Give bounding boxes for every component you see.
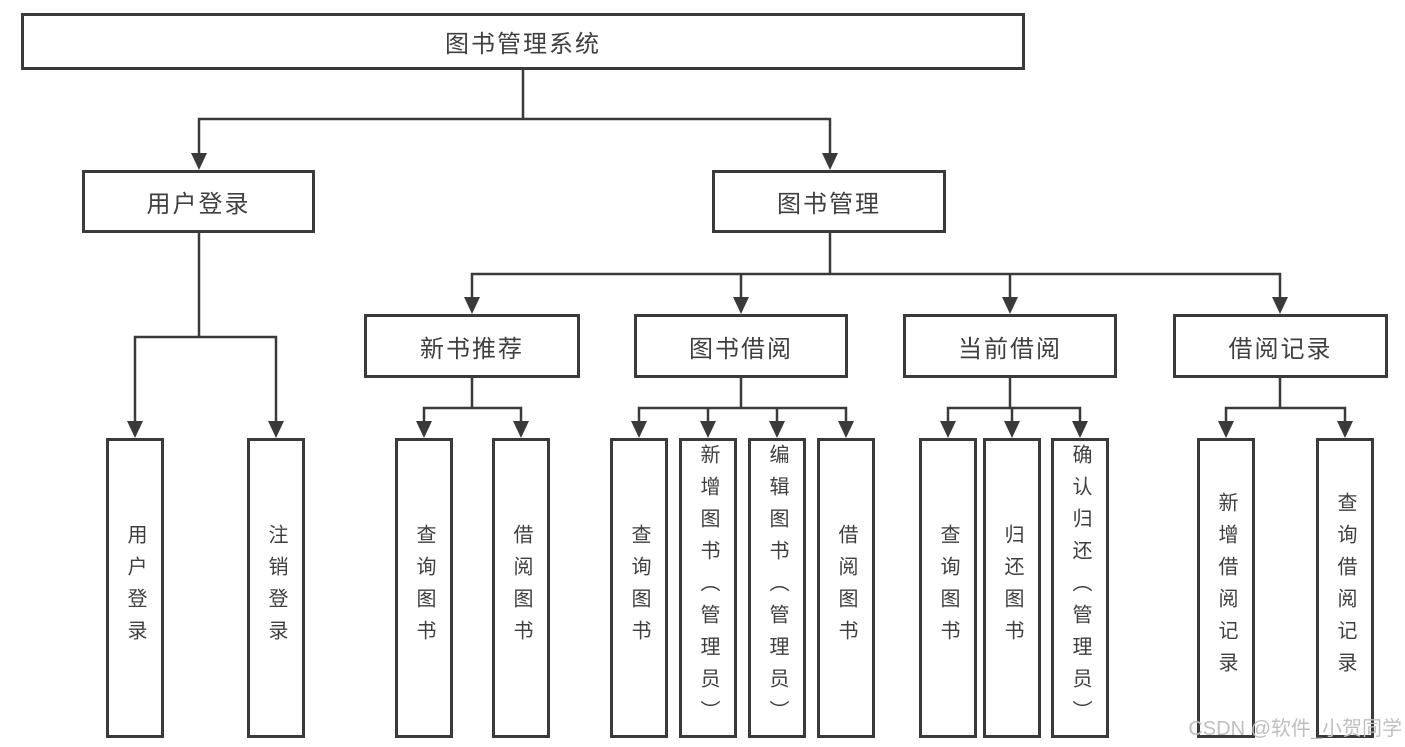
node-book-borrow: 图书借阅 [634, 314, 848, 378]
node-leaf-borrow-query-book: 查询图书 [610, 438, 668, 738]
node-label: 查询图书 [413, 524, 435, 652]
node-book-management: 图书管理 [712, 170, 946, 233]
node-borrow-record: 借阅记录 [1173, 314, 1388, 378]
node-leaf-query-borrow-record: 查询借阅记录 [1316, 438, 1374, 738]
node-label: 编辑图书（管理员） [766, 444, 788, 732]
csdn-watermark: CSDN @软件_小贺同学 [1188, 718, 1402, 740]
node-leaf-rec-query-book: 查询图书 [395, 438, 453, 738]
node-label: 注销登录 [265, 524, 287, 652]
node-label: 查询图书 [628, 524, 650, 652]
node-label: 用户登录 [124, 524, 146, 652]
node-label: 查询图书 [937, 524, 959, 652]
node-user-login: 用户登录 [82, 170, 315, 233]
node-leaf-edit-book-admin: 编辑图书（管理员） [748, 438, 806, 738]
node-new-book-recommend: 新书推荐 [364, 314, 580, 378]
node-label: 借阅图书 [835, 524, 857, 652]
node-label: 确认归还（管理员） [1069, 444, 1091, 732]
node-leaf-borrow-book: 借阅图书 [817, 438, 875, 738]
node-root: 图书管理系统 [21, 13, 1025, 70]
node-leaf-return-book: 归还图书 [983, 438, 1041, 738]
node-label: 归还图书 [1001, 524, 1023, 652]
node-leaf-rec-borrow-book: 借阅图书 [492, 438, 550, 738]
node-label: 借阅图书 [510, 524, 532, 652]
node-label: 新增图书（管理员） [697, 444, 719, 732]
node-leaf-add-borrow-record: 新增借阅记录 [1197, 438, 1255, 738]
node-label: 查询借阅记录 [1334, 492, 1356, 684]
node-leaf-add-book-admin: 新增图书（管理员） [679, 438, 737, 738]
node-leaf-confirm-return-admin: 确认归还（管理员） [1051, 438, 1109, 738]
node-leaf-logout: 注销登录 [247, 438, 305, 738]
node-label: 新增借阅记录 [1215, 492, 1237, 684]
node-leaf-user-login: 用户登录 [106, 438, 164, 738]
node-current-borrow: 当前借阅 [903, 314, 1117, 378]
node-leaf-current-query-book: 查询图书 [919, 438, 977, 738]
